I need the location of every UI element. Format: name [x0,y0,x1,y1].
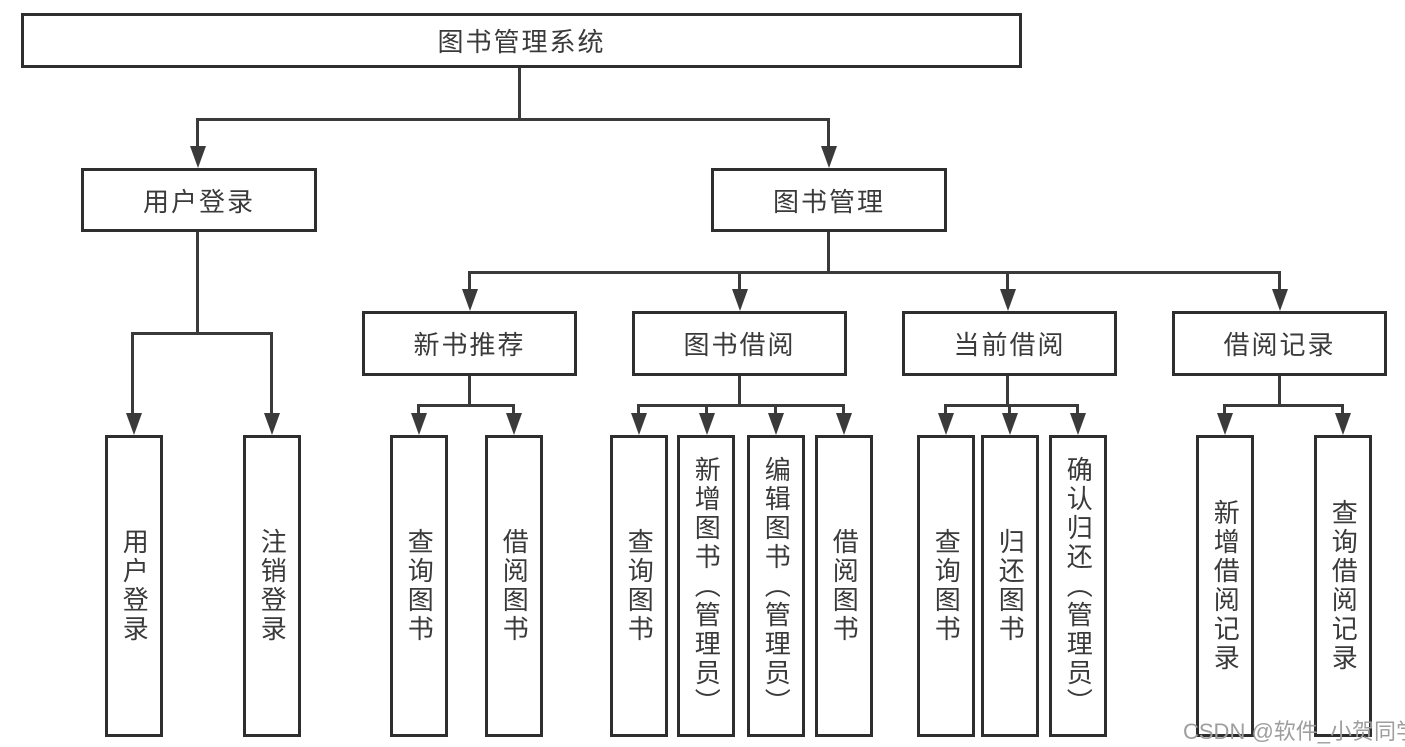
arrowhead [126,413,142,435]
arrowhead [1217,413,1233,435]
connector-stem [196,118,199,148]
connector-stem [842,404,845,416]
arrowhead [1002,413,1018,435]
leaf-query-books-current: 查询图书 [917,435,975,737]
arrowhead [506,413,522,435]
arrowhead [836,413,852,435]
connector-stem [738,374,741,406]
leaf-confirm-return-admin-label: 确认归还（管理员） [1063,455,1094,717]
connector-stem [1076,404,1079,416]
arrowhead [1272,289,1288,311]
node-library-system-label: 图书管理系统 [437,27,606,57]
connector-level2-bus [468,271,1281,274]
connector-stem [270,332,273,416]
connector-stem [196,230,199,334]
connector-records-bus [1223,404,1344,407]
leaf-query-borrow-record-label: 查询借阅记录 [1328,499,1359,673]
leaf-user-login: 用户登录 [105,435,163,737]
connector-root-stem [518,65,521,120]
connector-stem [1006,271,1009,293]
arrowhead [821,146,837,168]
leaf-add-borrow-record: 新增借阅记录 [1196,435,1254,737]
node-borrow-records-label: 借阅记录 [1223,330,1336,360]
connector-stem [827,230,830,274]
arrowhead [768,413,784,435]
node-user-login: 用户登录 [81,168,317,232]
node-book-management: 图书管理 [711,168,947,232]
leaf-return-book: 归还图书 [981,435,1039,737]
connector-stem [738,271,741,293]
csdn-watermark: CSDN @软件_小贺同学 [1183,719,1405,744]
connector-stem [1278,271,1281,293]
arrowhead [1335,413,1351,435]
leaf-confirm-return-admin: 确认归还（管理员） [1049,435,1107,737]
connector-stem [1006,374,1009,406]
leaf-logout-label: 注销登录 [257,528,288,644]
node-borrow-records: 借阅记录 [1172,311,1387,376]
leaf-query-books-borrow: 查询图书 [610,435,668,737]
leaf-query-borrow-record: 查询借阅记录 [1314,435,1372,737]
connector-stem [131,332,134,416]
connector-stem [827,118,830,148]
connector-stem [705,404,708,416]
node-book-borrow-label: 图书借阅 [683,330,796,360]
connector-stem [1008,404,1011,416]
connector-stem [1223,404,1226,416]
arrowhead [462,289,478,311]
arrowhead [264,413,280,435]
node-book-borrow: 图书借阅 [632,311,847,376]
leaf-add-book-admin: 新增图书（管理员） [677,435,735,737]
connector-user-login-bus [131,332,273,335]
connector-recommend-bus [417,404,515,407]
leaf-add-borrow-record-label: 新增借阅记录 [1210,499,1241,673]
node-library-system: 图书管理系统 [21,13,1022,68]
node-user-login-label: 用户登录 [142,186,255,217]
leaf-borrow-books-recommend: 借阅图书 [485,435,543,737]
arrowhead [699,413,715,435]
node-current-borrow-label: 当前借阅 [953,330,1066,360]
leaf-user-login-label: 用户登录 [119,528,150,644]
connector-stem [468,271,471,293]
node-book-management-label: 图书管理 [772,186,885,217]
node-new-book-recommend: 新书推荐 [362,311,577,376]
connector-stem [512,404,515,416]
connector-stem [1278,374,1281,406]
leaf-query-books-recommend-label: 查询图书 [404,528,435,644]
node-current-borrow: 当前借阅 [902,311,1117,376]
arrowhead [1070,413,1086,435]
leaf-borrow-books: 借阅图书 [815,435,873,737]
connector-stem [417,404,420,416]
leaf-query-books-recommend: 查询图书 [390,435,448,737]
leaf-edit-book-admin: 编辑图书（管理员） [747,435,805,737]
leaf-edit-book-admin-label: 编辑图书（管理员） [761,455,792,717]
leaf-return-book-label: 归还图书 [995,528,1026,644]
leaf-query-books-current-label: 查询图书 [931,528,962,644]
connector-stem [637,404,640,416]
node-new-book-recommend-label: 新书推荐 [413,330,526,360]
connector-stem [1341,404,1344,416]
leaf-borrow-books-label: 借阅图书 [829,528,860,644]
arrowhead [732,289,748,311]
connector-level1-bus [196,118,830,121]
leaf-borrow-books-recommend-label: 借阅图书 [499,528,530,644]
arrowhead [1000,289,1016,311]
arrowhead [190,146,206,168]
connector-stem [468,374,471,406]
connector-borrow-bus [637,404,845,407]
connector-stem [774,404,777,416]
leaf-logout: 注销登录 [243,435,301,737]
arrowhead [631,413,647,435]
arrowhead [411,413,427,435]
leaf-query-books-borrow-label: 查询图书 [624,528,655,644]
connector-stem [944,404,947,416]
connector-current-bus [944,404,1079,407]
leaf-add-book-admin-label: 新增图书（管理员） [691,455,722,717]
arrowhead [938,413,954,435]
